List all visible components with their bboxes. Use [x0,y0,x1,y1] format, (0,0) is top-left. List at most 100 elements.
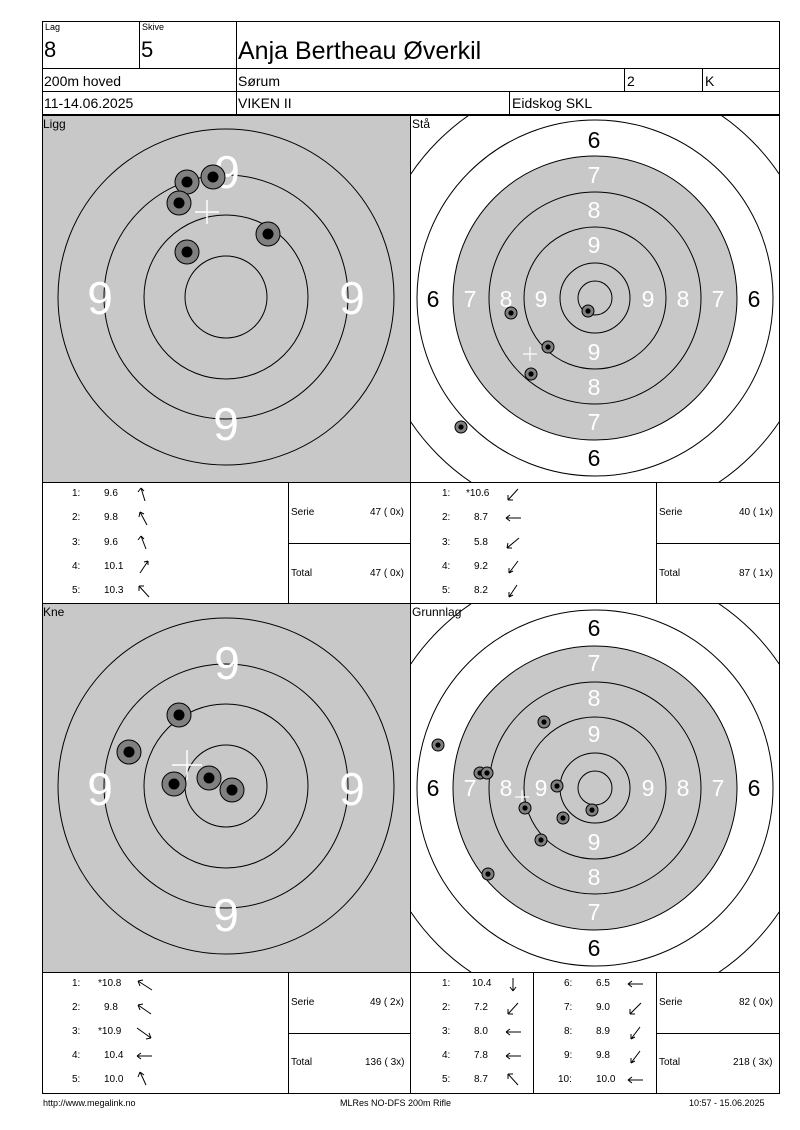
shot-hole [550,779,564,793]
direction-arrow-icon [507,1073,519,1086]
shot-number: 4: [72,1050,81,1061]
shot-value: 9.6 [104,537,118,548]
direction-arrow-icon [508,584,518,598]
header-divider [42,91,780,92]
shot-value: 9.8 [104,512,118,523]
svg-text:9: 9 [87,763,113,815]
svg-text:9: 9 [339,763,365,815]
svg-text:8: 8 [588,864,601,890]
direction-arrow-icon [136,1027,152,1040]
direction-arrow-icon [505,514,521,522]
shot-number: 1: [442,978,451,989]
svg-text:8: 8 [500,286,513,312]
shot-hole [541,340,555,354]
shot-value: 10.4 [472,978,492,989]
svg-text:6: 6 [588,935,601,961]
ring [103,174,349,420]
serie-value: 47 ( 0x) [370,507,404,518]
direction-arrows-kne [136,979,153,1086]
shot-hole [454,420,468,434]
footer-program: MLRes NO-DFS 200m Rifle [340,1098,452,1108]
shot-value: 9.0 [596,1002,610,1013]
shot-value: 10.1 [104,561,124,572]
svg-text:8: 8 [588,197,601,223]
svg-text:9: 9 [588,232,601,258]
shot-number: 1: [72,978,81,989]
shot-hole [585,803,599,817]
svg-text:8: 8 [588,685,601,711]
shot-hole [481,867,495,881]
shot-number: 8: [564,1026,573,1037]
header-divider [139,21,140,69]
direction-arrow-icon [137,1071,147,1086]
svg-text:9: 9 [535,775,548,801]
direction-arrow-icon [138,585,150,598]
shot-number: 9: [564,1050,573,1061]
total-label: Total [659,568,681,579]
direction-arrow-icon [139,560,149,574]
svg-text:6: 6 [588,615,601,641]
shot-number: 3: [442,537,451,548]
shot-number: 4: [442,561,451,572]
grid-divider [288,482,289,603]
shot-hole [556,811,570,825]
ring [184,255,268,339]
total-label: Total [291,568,313,579]
shot-hole [581,304,595,318]
shot-value: *10.6 [466,488,490,499]
section-title-grunnlag: Grunnlag [412,605,462,619]
shot-hole [504,306,518,320]
serie-label: Serie [291,997,315,1008]
shot-hole [534,833,548,847]
shot-number: 5: [72,585,81,596]
svg-text:7: 7 [712,775,725,801]
shot-value: 6.5 [596,978,610,989]
ring [57,128,395,466]
grid-divider [42,972,780,973]
shot-value: 8.2 [474,585,488,596]
shot-value: 9.8 [596,1050,610,1061]
grid-divider [288,1033,410,1034]
shot-number: 2: [442,512,451,523]
section-title-sta: Stå [412,117,431,131]
shot-value: 10.3 [104,585,124,596]
target-ligg: 9 9 9 9 [43,116,410,482]
svg-text:6: 6 [427,775,440,801]
class-letter: K [705,73,715,89]
grid-divider [656,543,780,544]
svg-text:9: 9 [642,775,655,801]
header-divider [509,91,510,115]
shot-number: 1: [72,488,81,499]
direction-arrow-icon [505,1028,521,1036]
ring-label: 9 [87,272,113,324]
shot-hole [161,771,187,797]
total-value: 136 ( 3x) [365,1057,405,1068]
direction-arrows-ligg [137,487,150,598]
serie-label: Serie [291,507,315,518]
direction-arrow-icon [505,1052,521,1060]
shot-hole [524,367,538,381]
header-divider [624,68,625,91]
svg-text:9: 9 [214,637,240,689]
svg-text:7: 7 [464,775,477,801]
header-divider [702,68,703,91]
grid-divider [656,482,657,603]
lag-label: Lag [45,22,61,32]
sheet-frame [42,115,780,1094]
direction-arrow-icon [137,1003,152,1015]
direction-arrow-icon [629,1002,642,1015]
direction-arrow-icon [507,1002,519,1015]
svg-text:7: 7 [464,286,477,312]
shot-hole [116,739,142,765]
shot-value: 8.9 [596,1026,610,1037]
shot-number: 3: [442,1026,451,1037]
shot-hole [174,169,200,195]
svg-text:9: 9 [588,721,601,747]
direction-arrow-icon [507,488,519,501]
shot-value: 10.0 [104,1074,124,1085]
shot-value: 8.7 [474,1074,488,1085]
shot-hole [166,702,192,728]
footer-url[interactable]: http://www.megalink.no [43,1098,136,1108]
grid-divider [533,972,534,1094]
shot-value: 10.4 [104,1050,124,1061]
